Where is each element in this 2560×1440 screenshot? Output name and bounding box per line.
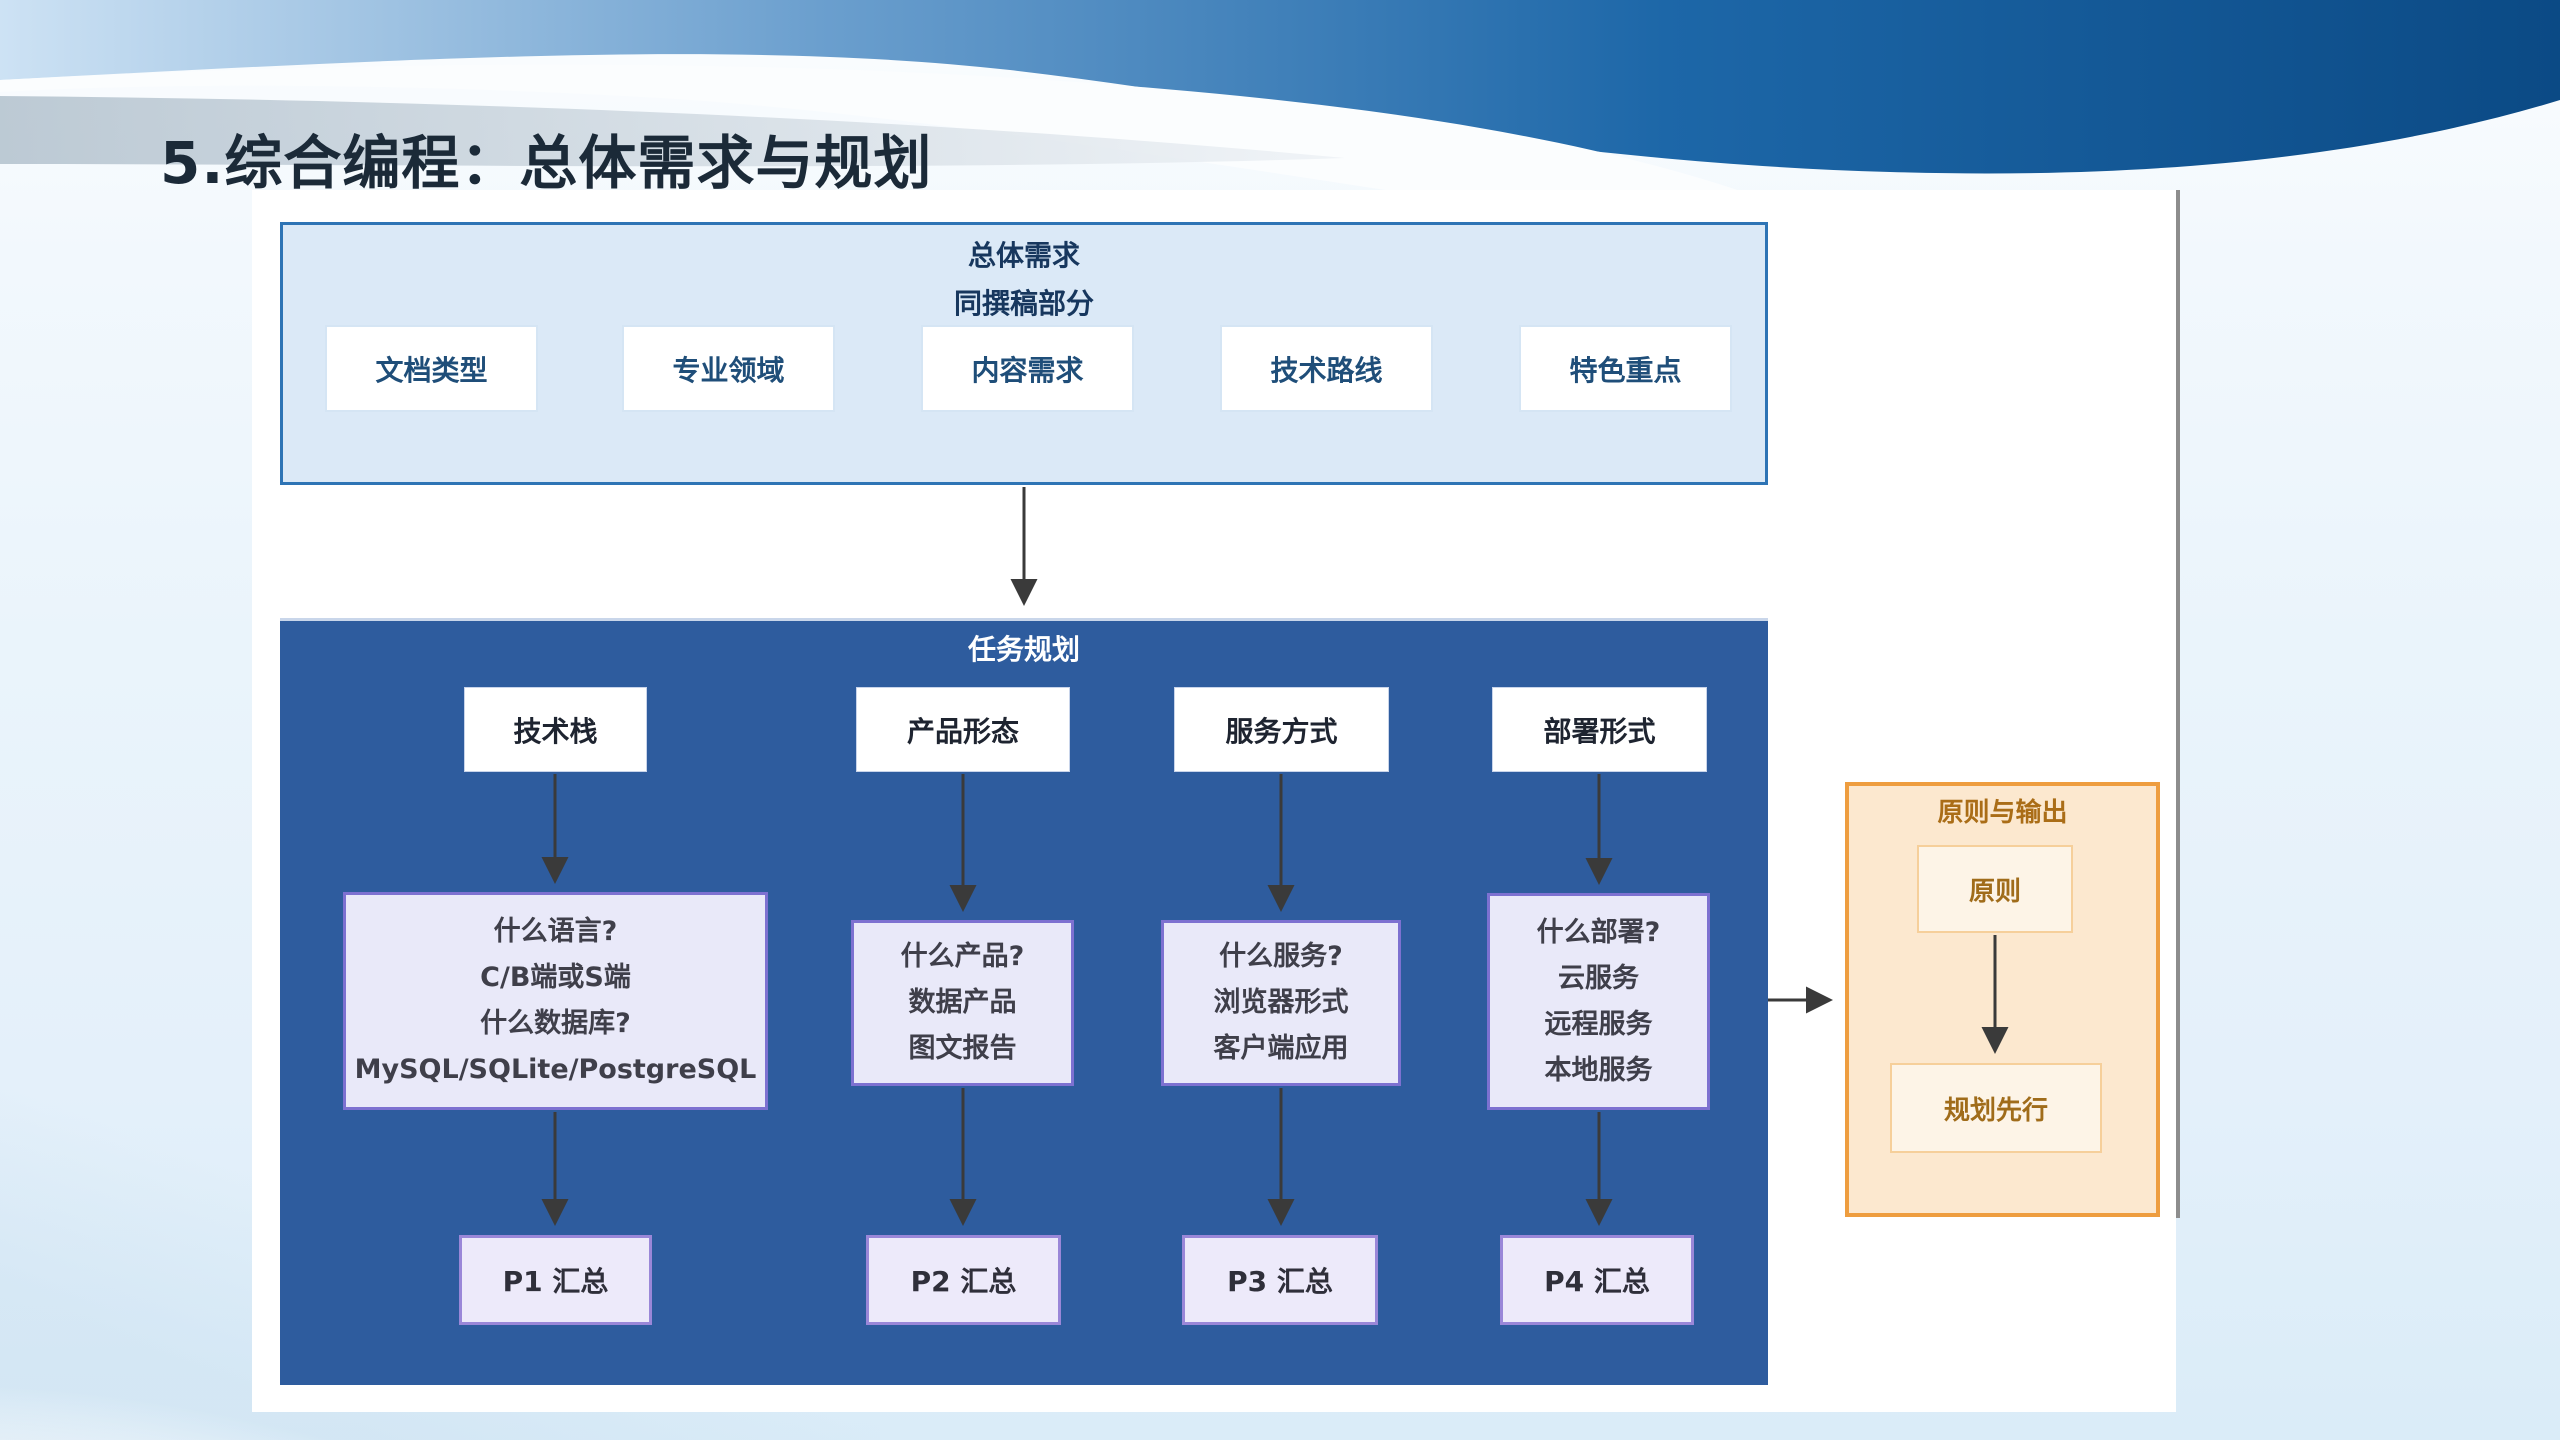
column-header-product-form: 产品形态 [856, 687, 1070, 772]
detail-line: 图文报告 [908, 1033, 1017, 1064]
banner-wave-gray [0, 96, 1345, 167]
requirements-title: 总体需求 [967, 239, 1080, 272]
detail-line: 什么数据库? [480, 1008, 631, 1039]
requirements-subtitle: 同撰稿部分 [953, 287, 1094, 320]
banner-wave [0, 0, 2560, 260]
requirement-item-doc-type: 文档类型 [325, 325, 538, 412]
summary-p1: P1 汇总 [459, 1235, 652, 1325]
column-header-service-mode: 服务方式 [1174, 687, 1389, 772]
column-detail-product-form: 什么产品? 数据产品 图文报告 [851, 920, 1074, 1086]
detail-line: 本地服务 [1544, 1054, 1653, 1086]
detail-line: 数据产品 [908, 987, 1017, 1018]
requirement-item-domain: 专业领域 [622, 325, 835, 412]
requirement-item-content: 内容需求 [921, 325, 1134, 412]
banner-wave-blue [0, 0, 2560, 174]
page-title: 5.综合编程：总体需求与规划 [160, 129, 933, 197]
divider-line [2176, 190, 2180, 1218]
detail-line: 什么部署? [1536, 916, 1661, 948]
requirement-item-tech-route: 技术路线 [1220, 325, 1433, 412]
detail-line: 什么服务? [1219, 941, 1343, 972]
summary-p2: P2 汇总 [866, 1235, 1061, 1325]
planning-title: 任务规划 [967, 633, 1080, 666]
principles-title: 原则与输出 [1937, 798, 2068, 828]
detail-line: 客户端应用 [1213, 1033, 1349, 1064]
principles-node: 原则 [1917, 845, 2073, 933]
column-detail-deploy-form: 什么部署? 云服务 远程服务 本地服务 [1487, 893, 1710, 1110]
detail-line: 浏览器形式 [1213, 987, 1349, 1018]
detail-line: 远程服务 [1544, 1008, 1653, 1040]
requirement-item-features: 特色重点 [1519, 325, 1732, 412]
column-detail-tech-stack: 什么语言? C/B端或S端 什么数据库? MySQL/SQLite/Postgr… [343, 892, 768, 1110]
detail-line: 云服务 [1558, 962, 1639, 994]
detail-line: 什么语言? [493, 916, 618, 947]
summary-p4: P4 汇总 [1500, 1235, 1694, 1325]
summary-p3: P3 汇总 [1182, 1235, 1378, 1325]
detail-line: 什么产品? [900, 941, 1025, 972]
banner-wave-white [0, 64, 1895, 260]
column-header-tech-stack: 技术栈 [464, 687, 647, 772]
detail-line: MySQL/SQLite/PostgreSQL [354, 1054, 757, 1085]
planning-first-node: 规划先行 [1890, 1063, 2102, 1153]
detail-line: C/B端或S端 [480, 962, 631, 993]
column-detail-service-mode: 什么服务? 浏览器形式 客户端应用 [1161, 920, 1401, 1086]
column-header-deploy-form: 部署形式 [1492, 687, 1707, 772]
